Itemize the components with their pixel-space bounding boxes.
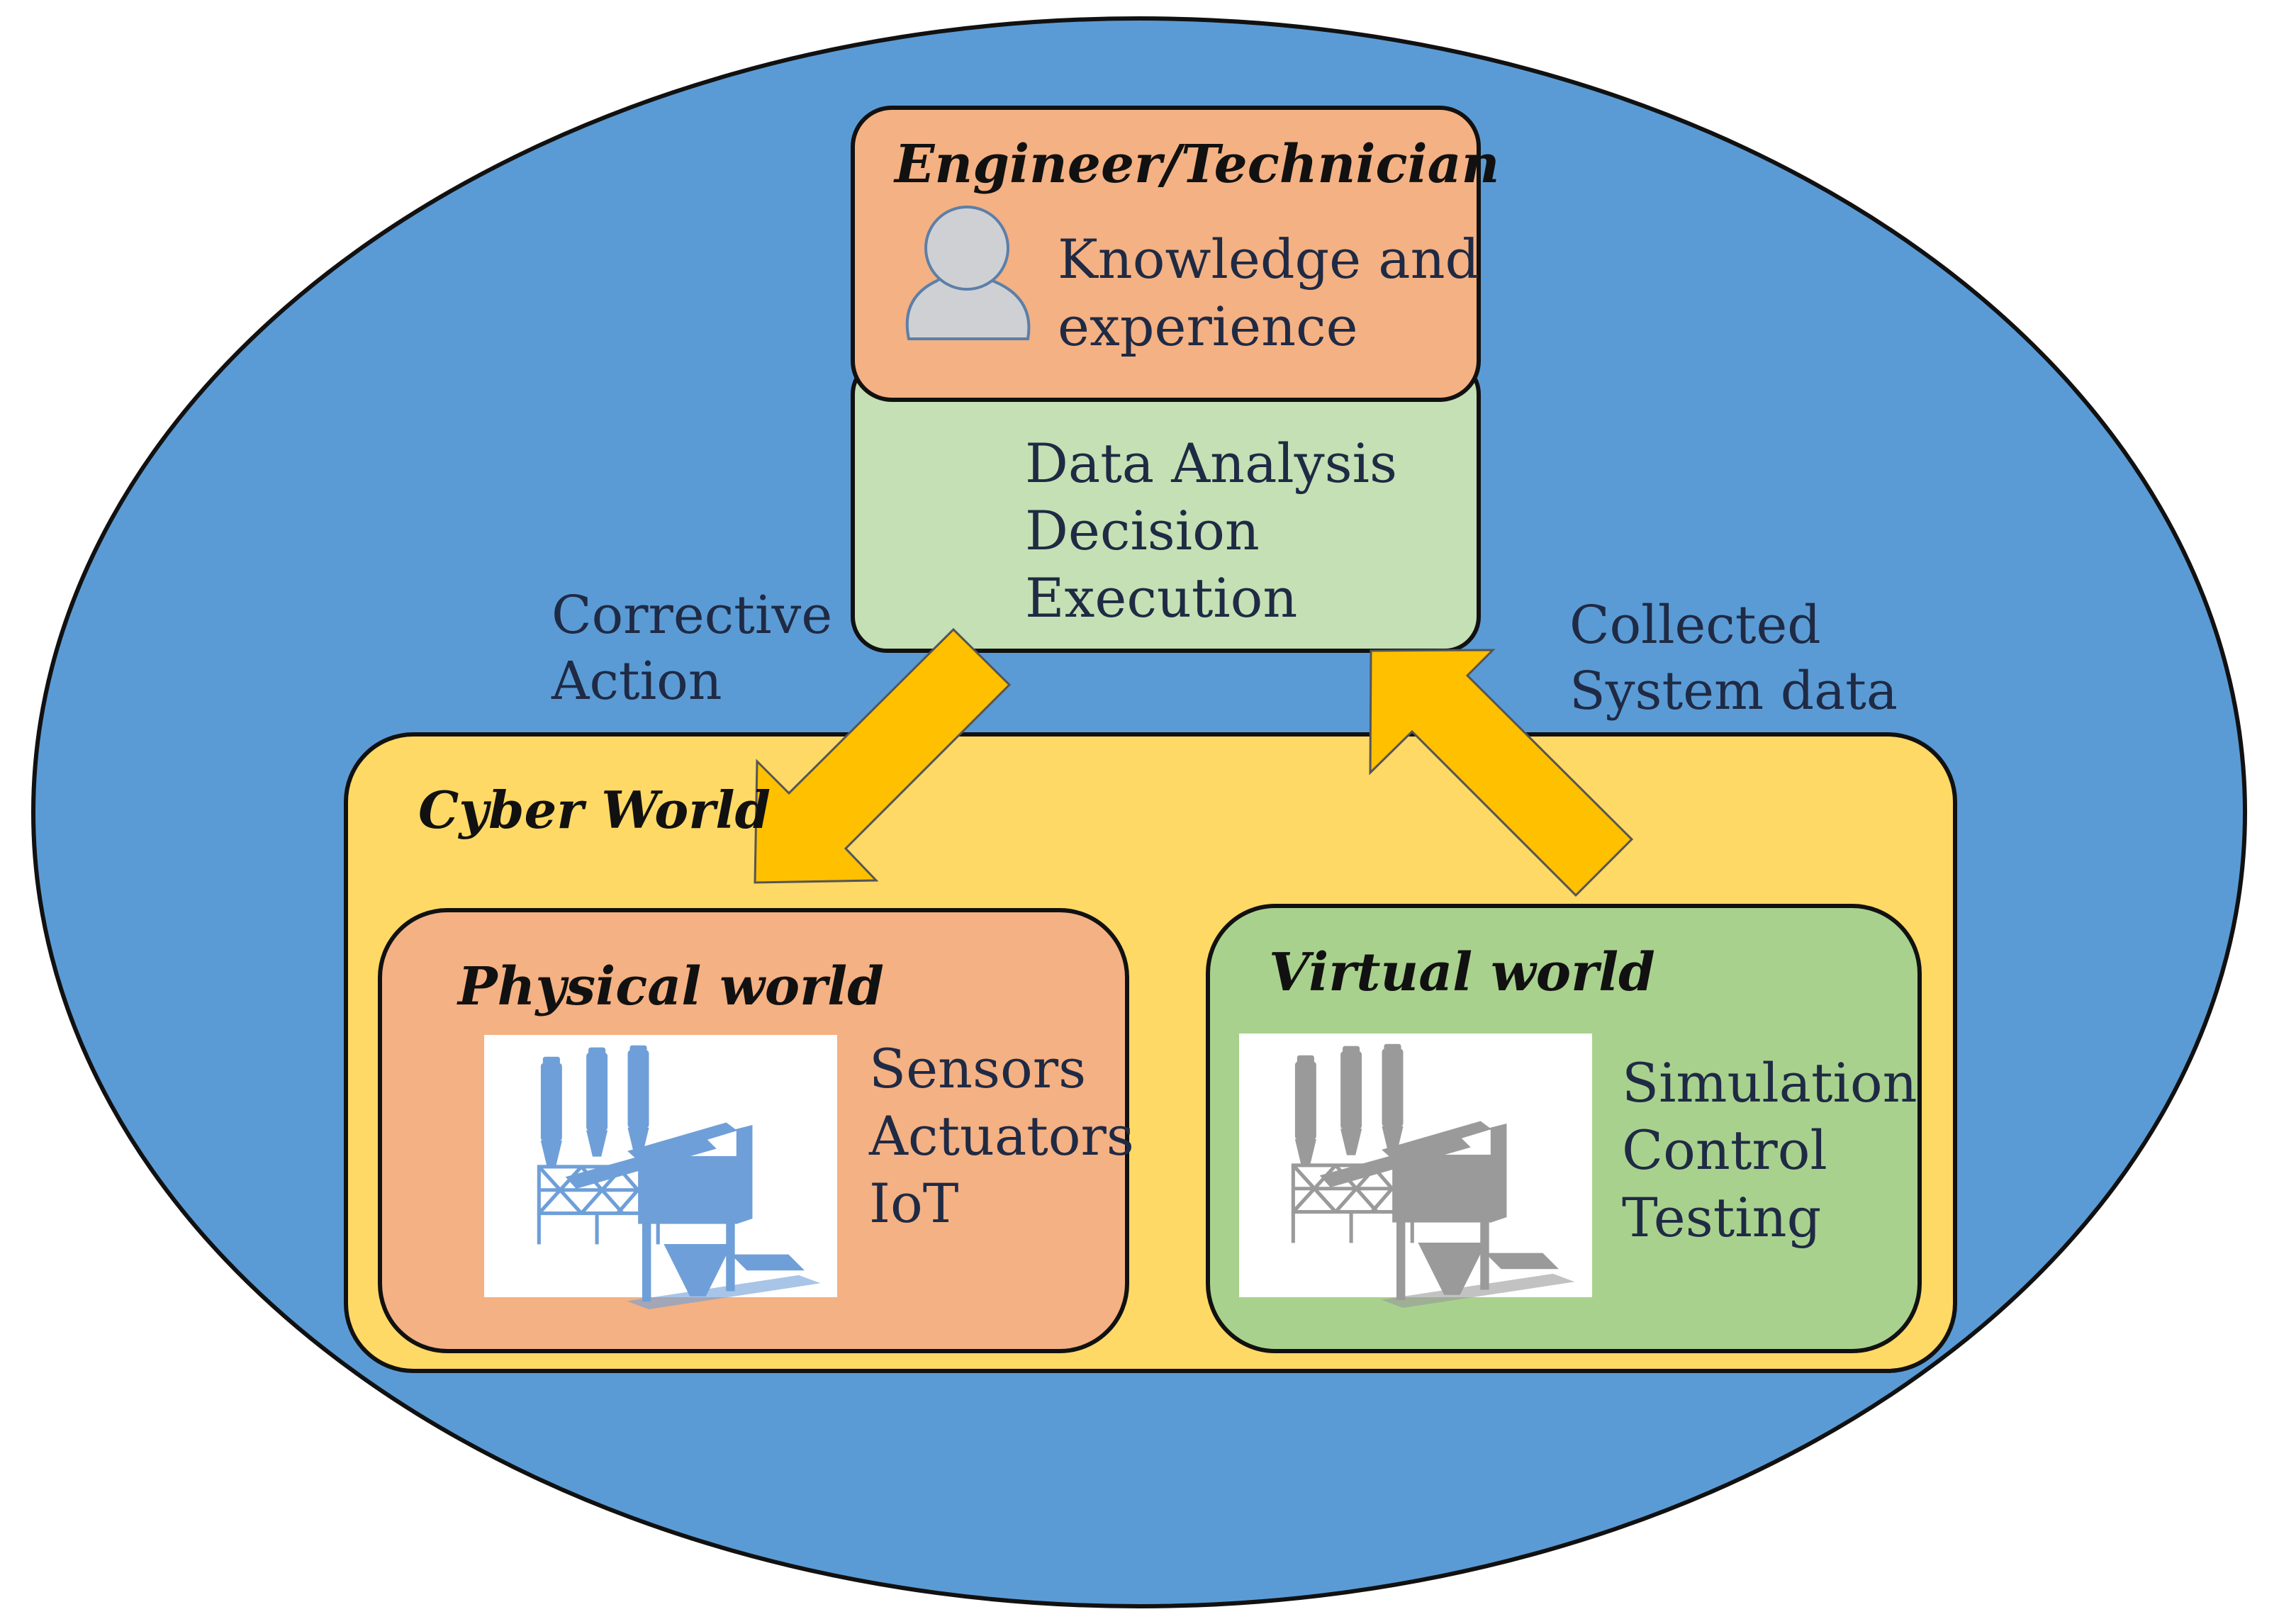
virtual-item: Testing [1622, 1186, 1822, 1249]
physical-item: Sensors [869, 1037, 1087, 1100]
physical-world-items: Sensors Actuators IoT [869, 1035, 1134, 1237]
analysis-line: Data Analysis [1025, 432, 1397, 495]
virtual-world-items: Simulation Control Testing [1622, 1049, 1917, 1251]
virtual-world-title: Virtual world [1269, 942, 1655, 1003]
collected-line: Collected [1569, 595, 1821, 656]
virtual-plant-image [1239, 1034, 1592, 1308]
collected-data-label: Collected System data [1569, 593, 1898, 724]
physical-item: IoT [869, 1172, 959, 1235]
engineer-title: Engineer/Technician [895, 134, 1500, 195]
analysis-steps: Data Analysis Decision Execution [1025, 430, 1397, 632]
collected-line: System data [1569, 660, 1898, 722]
engineer-description: Knowledge and experience [1058, 225, 1479, 360]
analysis-line: Decision [1025, 499, 1260, 562]
analysis-line: Execution [1025, 566, 1298, 629]
corrective-action-arrow [754, 627, 1012, 884]
engineer-line: experience [1058, 295, 1358, 358]
person-icon [905, 206, 1031, 340]
corrective-line: Corrective [551, 585, 833, 646]
physical-world-title: Physical world [458, 956, 884, 1017]
cyber-world-title: Cyber World [418, 780, 771, 840]
physical-item: Actuators [869, 1104, 1134, 1167]
virtual-item: Simulation [1622, 1051, 1917, 1114]
corrective-line: Action [551, 650, 722, 712]
engineer-line: Knowledge and [1058, 228, 1480, 291]
virtual-item: Control [1622, 1119, 1827, 1182]
collected-data-arrow [1369, 649, 1634, 897]
corrective-action-label: Corrective Action [551, 583, 832, 714]
physical-plant-image [484, 1035, 837, 1309]
